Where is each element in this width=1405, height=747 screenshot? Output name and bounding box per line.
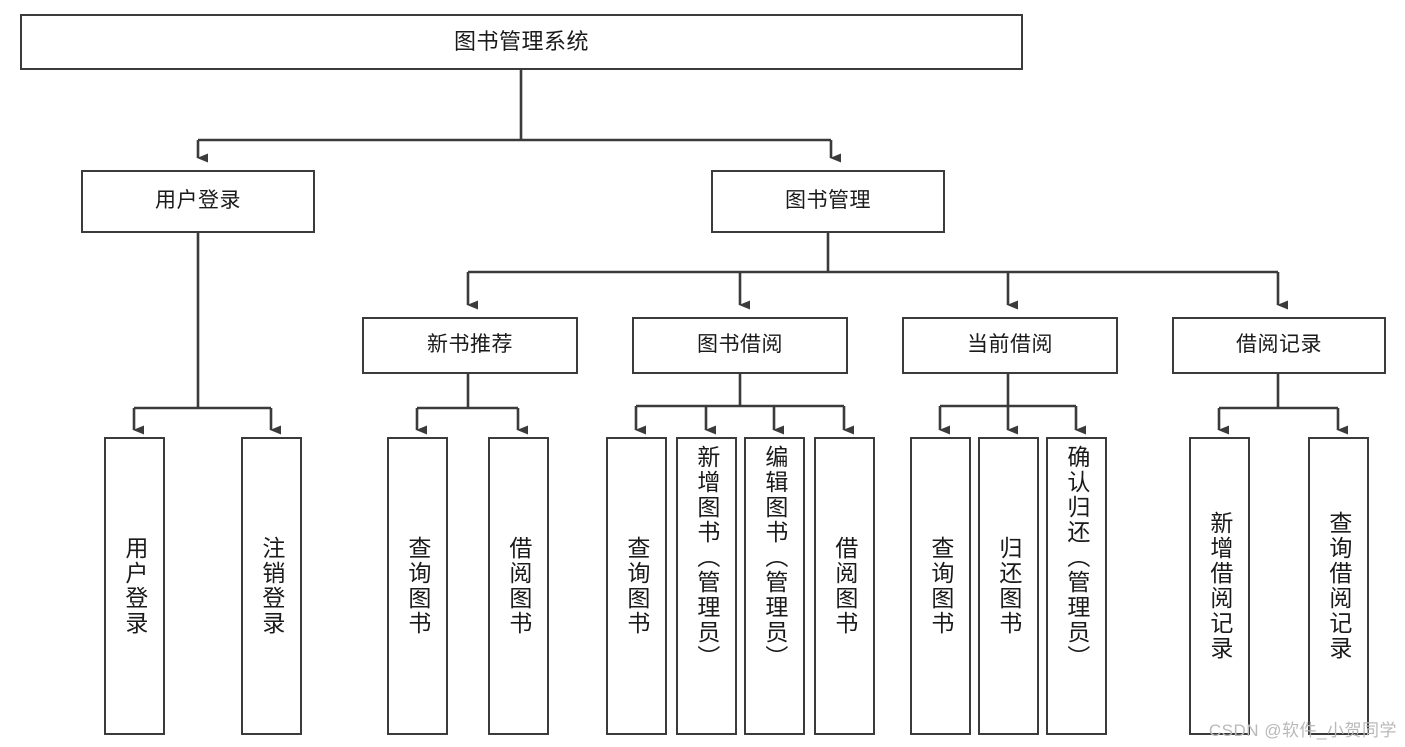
node-root-system[interactable]: 图书管理系统	[20, 14, 1023, 70]
node-label: 新增借阅记录	[1206, 511, 1233, 661]
node-label: 注销登录	[258, 536, 285, 636]
leaf-borrow-book-1[interactable]: 借阅图书	[488, 437, 549, 735]
leaf-return-book[interactable]: 归还图书	[978, 437, 1039, 735]
node-label: 新增图书（管理员）	[693, 445, 720, 670]
node-new-book-recommend[interactable]: 新书推荐	[362, 317, 578, 374]
node-book-borrow[interactable]: 图书借阅	[632, 317, 848, 374]
node-label: 图书管理系统	[453, 29, 589, 55]
node-label: 新书推荐	[427, 333, 513, 357]
node-label: 借阅图书	[831, 536, 858, 636]
leaf-query-book-3[interactable]: 查询图书	[910, 437, 971, 735]
node-label: 借阅记录	[1236, 333, 1322, 357]
node-current-borrow[interactable]: 当前借阅	[902, 317, 1118, 374]
node-label: 查询图书	[404, 536, 431, 636]
node-label: 图书管理	[785, 189, 871, 213]
watermark-text: CSDN @软件_小贺同学	[1208, 721, 1397, 740]
node-label: 用户登录	[155, 189, 241, 213]
node-label: 确认归还（管理员）	[1063, 445, 1090, 670]
node-borrow-record[interactable]: 借阅记录	[1172, 317, 1386, 374]
leaf-query-book-2[interactable]: 查询图书	[606, 437, 667, 735]
leaf-logout-login[interactable]: 注销登录	[241, 437, 302, 735]
node-label: 编辑图书（管理员）	[761, 445, 788, 670]
node-label: 用户登录	[121, 536, 148, 636]
node-label: 图书借阅	[697, 333, 783, 357]
leaf-query-record[interactable]: 查询借阅记录	[1308, 437, 1369, 735]
leaf-add-book[interactable]: 新增图书（管理员）	[676, 437, 737, 735]
node-label: 当前借阅	[967, 333, 1053, 357]
node-label: 归还图书	[995, 536, 1022, 636]
node-label: 查询借阅记录	[1325, 511, 1352, 661]
node-label: 查询图书	[927, 536, 954, 636]
leaf-edit-book[interactable]: 编辑图书（管理员）	[744, 437, 805, 735]
node-book-management[interactable]: 图书管理	[711, 170, 945, 233]
leaf-confirm-return[interactable]: 确认归还（管理员）	[1046, 437, 1107, 735]
leaf-borrow-book-2[interactable]: 借阅图书	[814, 437, 875, 735]
node-label: 借阅图书	[505, 536, 532, 636]
leaf-add-record[interactable]: 新增借阅记录	[1189, 437, 1250, 735]
node-label: 查询图书	[623, 536, 650, 636]
leaf-user-login[interactable]: 用户登录	[104, 437, 165, 735]
leaf-query-book-1[interactable]: 查询图书	[387, 437, 448, 735]
node-user-login[interactable]: 用户登录	[81, 170, 315, 233]
